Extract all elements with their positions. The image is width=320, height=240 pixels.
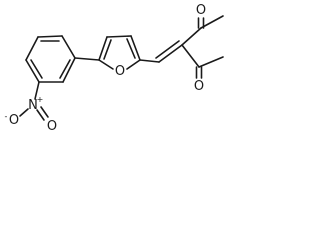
bond-furan-c2-c3-inner xyxy=(126,38,136,59)
bond-furan-c4-c5 xyxy=(98,36,108,61)
bond-furan-c4-c5-inner xyxy=(103,39,112,60)
bond-nitro-n-o-left xyxy=(19,108,29,117)
bond-vinyl-to-furan xyxy=(139,59,160,63)
bond-acetyl-bottom-c-methyl xyxy=(198,56,224,68)
atom-label-ketone-o-top: O xyxy=(196,3,206,18)
bond-phenyl-to-nitro xyxy=(34,81,40,100)
bond-furan-c5-o xyxy=(98,59,114,70)
bond-vinyl-double-2 xyxy=(155,40,180,59)
bond-phenyl-c6-c1 xyxy=(62,57,76,83)
structure-diagram: O O O N O O + - xyxy=(4,3,224,134)
bond-furan-c3-c4 xyxy=(106,35,132,38)
bond-acetyl-bottom-c-central xyxy=(181,44,200,68)
bond-nitro-n-o-right-1 xyxy=(36,109,45,121)
bond-vinyl-double-1 xyxy=(158,44,183,63)
bond-phenyl-c3-c4 xyxy=(25,36,39,61)
atom-label-furan-o: O xyxy=(115,64,125,79)
molecule-drawing: O O O N O O + - xyxy=(5,3,224,134)
atom-label-nitro-n: N xyxy=(28,98,38,113)
bond-phenyl-c6-c1-inner xyxy=(59,59,71,79)
bond-acetyl-top-c-methyl xyxy=(200,15,224,29)
charge-nitro-n: + xyxy=(37,95,44,104)
atom-label-ketone-o-bottom: O xyxy=(194,79,204,94)
bond-phenyl-c1-c2 xyxy=(61,35,76,59)
bond-phenyl-c4-c5-inner xyxy=(30,59,43,79)
bond-acetyl-top-c-central xyxy=(181,27,202,46)
bond-nitro-n-o-right-2 xyxy=(40,106,49,118)
atom-label-nitro-o-left: O xyxy=(9,113,19,128)
bond-furan-c2-c3 xyxy=(130,35,141,61)
bond-furan-to-phenyl xyxy=(74,57,100,61)
bond-furan-o-c2 xyxy=(126,59,141,70)
atom-label-nitro-o-right: O xyxy=(47,119,57,134)
bond-phenyl-c4-c5 xyxy=(25,59,40,83)
bond-phenyl-c2-c3 xyxy=(37,35,63,38)
charge-nitro-o-left: - xyxy=(5,112,8,121)
